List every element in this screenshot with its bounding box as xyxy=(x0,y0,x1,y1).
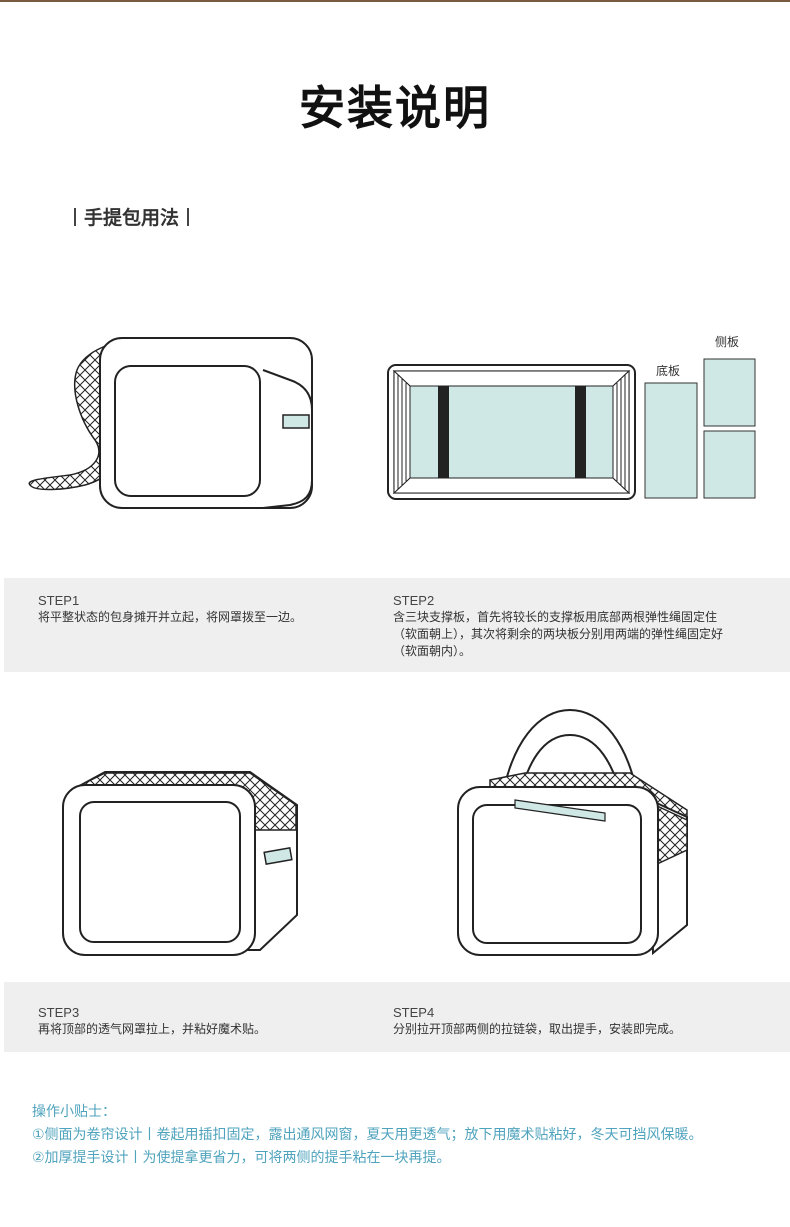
side-board-label: 侧板 xyxy=(715,335,739,349)
step1-text: 将平整状态的包身摊开并立起，将网罩拨至一边。 xyxy=(38,610,303,624)
step2-label: STEP2 xyxy=(393,593,435,608)
step4-text: 分别拉开顶部两侧的拉链袋，取出提手，安装即完成。 xyxy=(393,1022,682,1036)
step1: STEP1 将平整状态的包身摊开并立起，将网罩拨至一边。 xyxy=(38,592,378,626)
section-bar-right xyxy=(187,208,190,226)
steps-band-1: STEP1 将平整状态的包身摊开并立起，将网罩拨至一边。 STEP2 含三块支撑… xyxy=(4,578,790,672)
top-border-line xyxy=(0,0,790,2)
steps-band-2: STEP3 再将顶部的透气网罩拉上，并粘好魔术贴。 STEP4 分别拉开顶部两侧… xyxy=(4,982,790,1052)
step3: STEP3 再将顶部的透气网罩拉上，并粘好魔术贴。 xyxy=(38,1004,378,1038)
tip-item-1: ①侧面为卷帘设计丨卷起用插扣固定，露出通风网窗，夏天用更透气；放下用魔术贴粘好，… xyxy=(32,1127,703,1143)
step3-illustration xyxy=(62,771,298,956)
section-title: 手提包用法 xyxy=(66,203,197,230)
step4-label: STEP4 xyxy=(393,1005,435,1020)
step4-illustration xyxy=(457,708,688,956)
tip-item-2: ②加厚提手设计丨为使提拿更省力，可将两侧的提手粘在一块再提。 xyxy=(32,1150,451,1166)
step1-label: STEP1 xyxy=(38,593,80,608)
tips-heading: 操作小贴士： xyxy=(32,1104,116,1120)
step2-text-line2: （软面朝上），其次将剩余的两块板分别用两端的弹性绳固定好 xyxy=(393,627,724,641)
step2: STEP2 含三块支撑板，首先将较长的支撑板用底部两根弹性绳固定住 （软面朝上）… xyxy=(393,592,773,660)
step3-label: STEP3 xyxy=(38,1005,80,1020)
bottom-board-label: 底板 xyxy=(656,363,680,378)
step2-text-line3: （软面朝内）。 xyxy=(393,644,472,658)
step1-illustration xyxy=(28,337,313,509)
step4: STEP4 分别拉开顶部两侧的拉链袋，取出提手，安装即完成。 xyxy=(393,1004,773,1038)
section-bar-left xyxy=(74,208,76,226)
step2-text-line1: 含三块支撑板，首先将较长的支撑板用底部两根弹性绳固定住 xyxy=(393,610,718,624)
section-title-text: 手提包用法 xyxy=(84,207,180,229)
tips-block: 操作小贴士： ①侧面为卷帘设计丨卷起用插扣固定，露出通风网窗，夏天用更透气；放下… xyxy=(32,1101,703,1170)
page-title: 安装说明 xyxy=(299,81,491,135)
step3-text: 再将顶部的透气网罩拉上，并粘好魔术贴。 xyxy=(38,1022,267,1036)
step2-illustration: 底板 侧板 xyxy=(387,335,756,500)
